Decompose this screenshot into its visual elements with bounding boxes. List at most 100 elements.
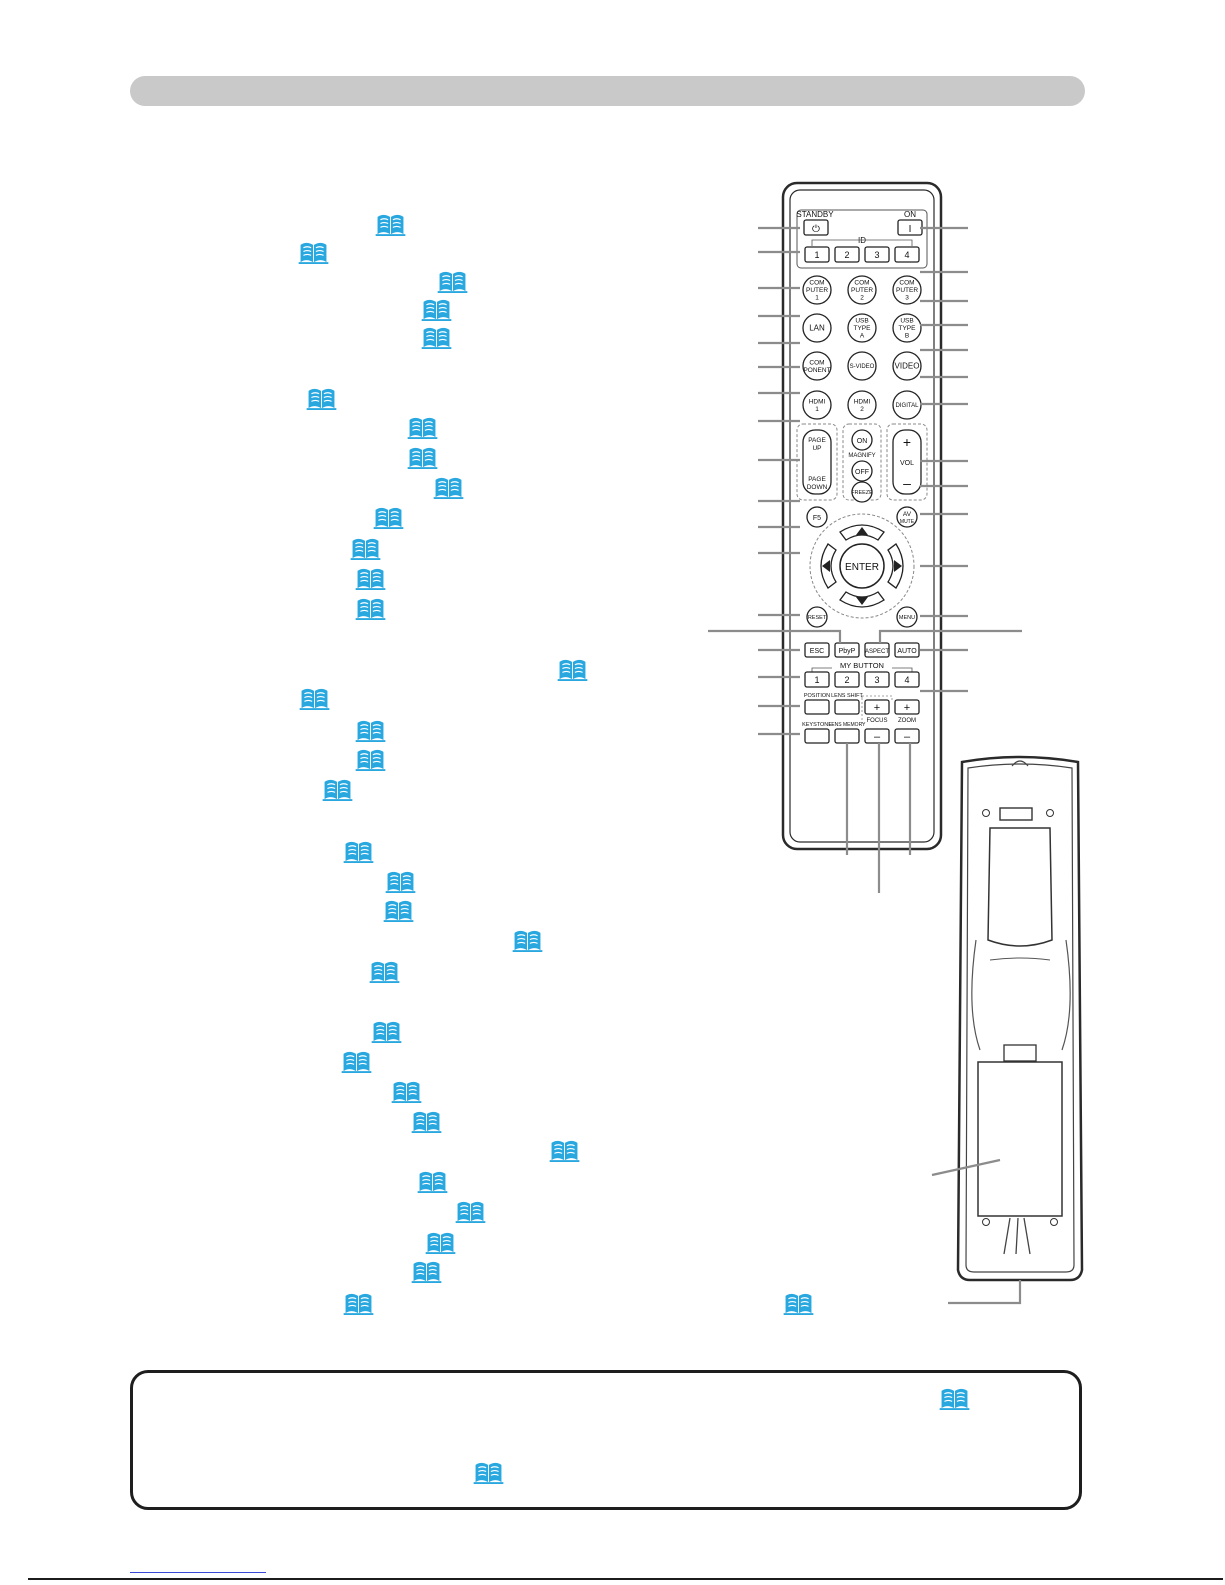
enter-button[interactable] (839, 543, 885, 589)
on-label: ON (904, 210, 916, 219)
hdmi1-button-label: HDMI (809, 398, 826, 405)
magnify-on-button[interactable] (851, 429, 873, 451)
video-button-label: VIDEO (895, 362, 920, 371)
note-box (130, 1370, 1082, 1510)
usb-type-a-button-label: USB (855, 318, 868, 325)
zoom-plus-button[interactable] (894, 699, 920, 715)
leader-line-pbyp (708, 629, 842, 643)
lens-shift-button[interactable] (834, 699, 860, 715)
id-button-2[interactable] (834, 246, 860, 263)
computer1-button[interactable] (802, 275, 832, 305)
f5-button[interactable] (806, 506, 828, 528)
lens-memory-button[interactable] (834, 728, 860, 744)
reset-button[interactable] (806, 606, 828, 628)
page-up-down-rocker[interactable] (802, 429, 832, 495)
av-mute-label-2: MUTE (900, 519, 915, 525)
hdmi1-button[interactable] (802, 390, 832, 420)
hdmi1-button-label: 1 (815, 406, 819, 413)
keystone-label: KEYSTONE (802, 722, 832, 728)
pbyp-button[interactable] (834, 642, 860, 658)
position-button[interactable] (804, 699, 830, 715)
id-button-label: 1 (814, 250, 819, 260)
s-video-button[interactable] (847, 351, 877, 381)
digital-button-label: DIGITAL (896, 403, 920, 409)
arrow-up-icon (856, 527, 868, 535)
component-button[interactable] (802, 351, 832, 381)
computer1-button-label: COM (809, 280, 824, 287)
f5-label: F5 (813, 515, 821, 522)
my-button-4[interactable] (894, 671, 920, 688)
lan-button-label: LAN (809, 324, 825, 333)
leader-lines (708, 226, 1022, 1305)
id-button-label: 3 (874, 250, 879, 260)
menu-label: MENU (899, 615, 915, 621)
volume-minus-label: – (903, 475, 911, 491)
magnify-on-label: ON (857, 438, 868, 445)
lan-button[interactable] (802, 313, 832, 343)
computer1-button-label: PUTER (806, 287, 828, 294)
zoom-label: ZOOM (898, 718, 916, 724)
lens-shift-label: LENS SHIFT (831, 693, 863, 699)
leader-line-remote-sensor (948, 1280, 1022, 1305)
hdmi2-button[interactable] (847, 390, 877, 420)
id-button-4[interactable] (894, 246, 920, 263)
id-button-3[interactable] (864, 246, 890, 263)
leader-line-aspect (878, 629, 1022, 643)
arrow-down-icon (856, 597, 868, 605)
focus-plus-button[interactable] (864, 699, 890, 715)
focus-plus-label: + (874, 702, 880, 714)
usb-type-a-button-label: A (860, 333, 865, 340)
position-label: POSITION (804, 693, 830, 699)
my-button-number-label: 1 (814, 675, 819, 685)
page-up-label-2: UP (812, 445, 821, 452)
computer3-button[interactable] (892, 275, 922, 305)
footer-link-underline (130, 1572, 266, 1573)
page-down-label-1: PAGE (808, 476, 826, 483)
computer3-button-label: PUTER (896, 287, 918, 294)
focus-label: FOCUS (867, 718, 888, 724)
focus-minus-button[interactable] (864, 728, 890, 744)
arrow-left-icon (822, 560, 830, 572)
zoom-minus-button[interactable] (894, 728, 920, 744)
freeze-button[interactable] (851, 481, 873, 503)
esc-button[interactable] (804, 642, 830, 658)
my-button-1[interactable] (804, 671, 830, 688)
freeze-label: FREEZE (851, 490, 873, 496)
reset-label: RESET (808, 615, 827, 621)
zoom-minus-label: – (904, 731, 911, 743)
component-button-label: PONENT (803, 367, 830, 374)
book-reference-icon (473, 1461, 504, 1484)
focus-minus-label: – (874, 731, 881, 743)
standby-power-icon: ⏻ (812, 224, 820, 235)
magnify-off-button[interactable] (851, 460, 873, 482)
my-button-number-label: 4 (904, 675, 909, 685)
auto-button[interactable] (894, 642, 920, 658)
keystone-button[interactable] (804, 728, 830, 744)
video-button[interactable] (892, 351, 922, 381)
computer3-button-label: COM (899, 280, 914, 287)
leader-line-battery-cover (931, 1158, 1001, 1177)
zoom-plus-label: + (904, 702, 910, 714)
hdmi2-button-label: HDMI (854, 398, 871, 405)
aspect-button[interactable] (864, 642, 890, 658)
magnify-off-label: OFF (855, 469, 869, 476)
usb-type-a-button[interactable] (847, 313, 877, 343)
standby-button[interactable] (803, 219, 829, 236)
computer2-button-label: PUTER (851, 287, 873, 294)
usb-type-b-button[interactable] (892, 313, 922, 343)
remote-back (956, 755, 1084, 1282)
arrow-right-icon (894, 560, 902, 572)
av-mute-label-1: AV (903, 511, 912, 518)
menu-button[interactable] (896, 606, 918, 628)
esc-label: ESC (810, 648, 824, 655)
my-button-3[interactable] (864, 671, 890, 688)
av-mute-button[interactable] (896, 506, 918, 528)
pbyp-label: PbyP (839, 648, 856, 655)
page-down-label-2: DOWN (807, 484, 828, 491)
computer2-button[interactable] (847, 275, 877, 305)
id-button-label: 4 (904, 250, 909, 260)
computer2-button-label: COM (854, 280, 869, 287)
id-button-1[interactable] (804, 246, 830, 263)
my-button-2[interactable] (834, 671, 860, 688)
